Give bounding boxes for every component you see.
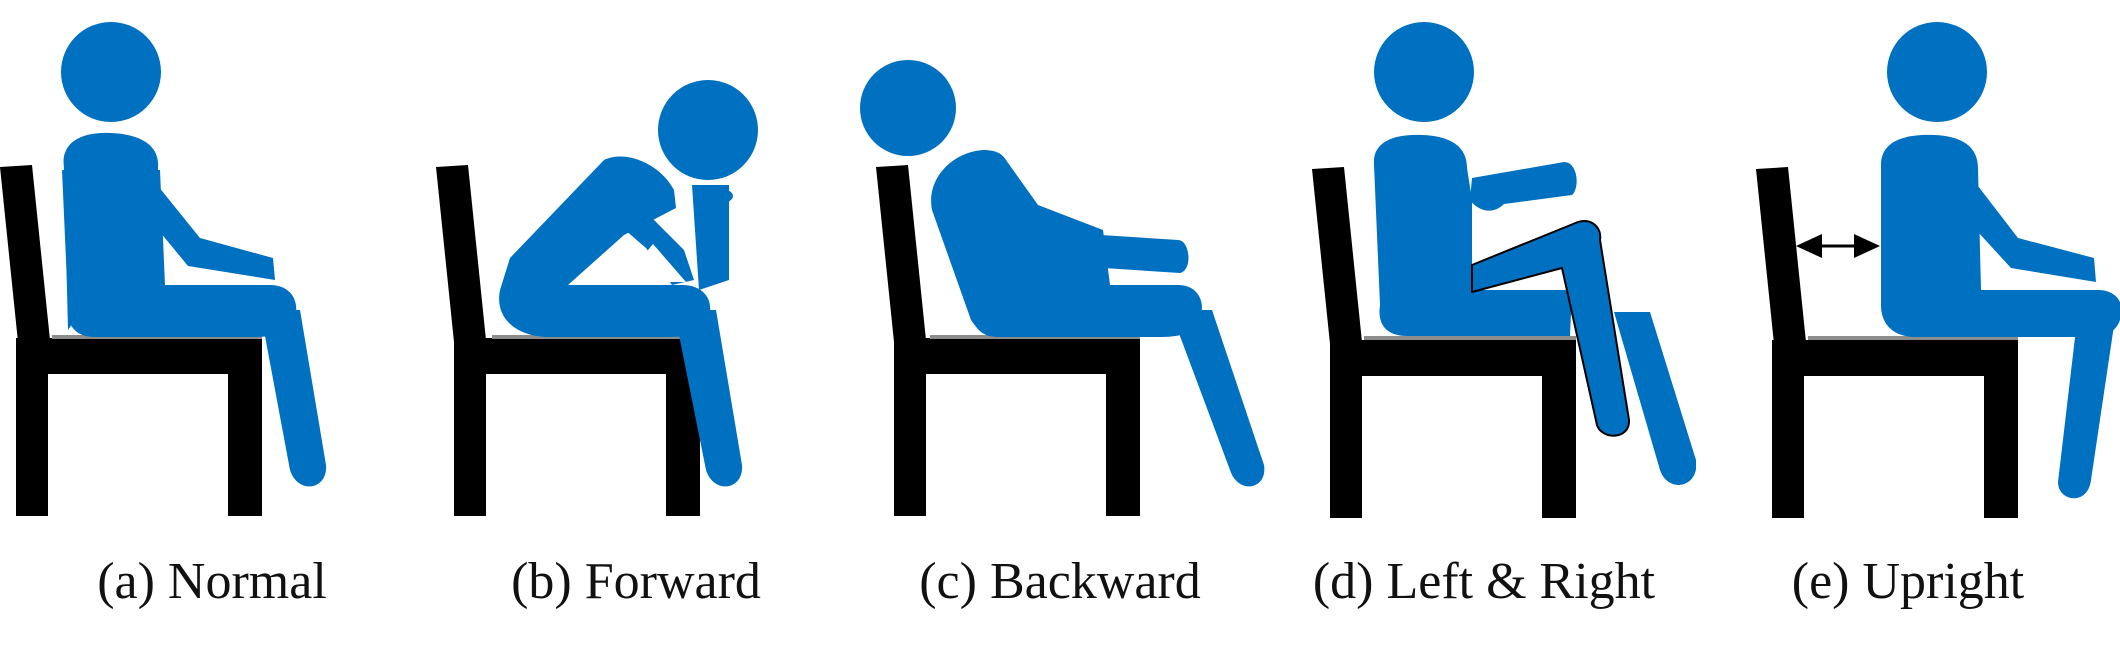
gap-arrow <box>1796 234 1880 258</box>
left-right-posture-illustration <box>1312 22 1696 518</box>
chair-backrest <box>436 165 486 342</box>
forearm <box>692 185 729 290</box>
chair-front-leg <box>228 370 262 516</box>
chair-back-leg <box>1330 372 1362 518</box>
arm <box>1470 162 1577 211</box>
hand <box>693 187 733 205</box>
chair <box>1756 167 2018 518</box>
chair-backrest <box>1312 167 1362 344</box>
caption-backward: (c) Backward <box>919 553 1201 610</box>
chair-back-leg <box>894 370 926 516</box>
chair-back-leg <box>16 370 48 516</box>
chair-seat <box>16 338 262 374</box>
torso-bent <box>499 156 711 337</box>
normal-posture-illustration <box>0 22 327 516</box>
person <box>499 80 758 487</box>
far-lower-leg <box>1614 312 1696 485</box>
chair <box>0 165 262 516</box>
torso-thigh <box>62 170 297 337</box>
head <box>61 22 161 122</box>
chair-front-leg <box>1542 372 1576 518</box>
chair-back-leg <box>454 370 486 516</box>
backward-posture-illustration <box>860 60 1265 516</box>
chair-backrest <box>876 165 926 342</box>
lower-leg <box>2058 312 2116 499</box>
panel-backward: (c) Backward <box>848 0 1272 660</box>
chair <box>876 165 1140 516</box>
torso <box>1373 134 1572 336</box>
lower-leg <box>1174 310 1265 487</box>
chair-backrest <box>0 165 50 342</box>
arm-gap <box>622 244 686 282</box>
caption-upright: (e) Upright <box>1791 553 2025 610</box>
head <box>1887 22 1987 122</box>
chair-front-leg <box>1984 372 2018 518</box>
chair-front-leg <box>1106 370 1140 516</box>
arm <box>1023 230 1189 273</box>
head <box>860 60 956 156</box>
gap-arrow-right-head <box>1854 234 1880 258</box>
person <box>61 22 327 487</box>
lower-leg <box>262 310 327 487</box>
panel-forward: (b) Forward <box>424 0 848 660</box>
panel-left-right: (d) Left & Right <box>1272 0 1696 660</box>
gap-arrow-left-head <box>1796 234 1822 258</box>
panel-normal: (a) Normal <box>0 0 424 660</box>
chair-seat <box>894 338 1140 374</box>
chair-seat <box>1772 340 2018 376</box>
upright-posture-illustration <box>1756 22 2120 518</box>
chair-backrest <box>1756 167 1806 344</box>
forward-posture-illustration <box>436 80 758 516</box>
head <box>658 80 758 180</box>
lower-leg <box>676 310 743 487</box>
head <box>1374 22 1474 122</box>
panel-upright: (e) Upright <box>1696 0 2120 660</box>
person <box>860 60 1265 487</box>
chair <box>436 165 700 516</box>
torso <box>1881 134 2120 337</box>
chair-seat <box>1330 340 1576 376</box>
caption-normal: (a) Normal <box>97 553 327 610</box>
chair <box>1312 167 1576 518</box>
person <box>1373 22 1696 485</box>
arm <box>604 188 694 285</box>
caption-left-right: (d) Left & Right <box>1312 553 1656 610</box>
caption-forward: (b) Forward <box>511 553 761 610</box>
chair-back-leg <box>1772 372 1804 518</box>
chair-seat <box>454 338 700 374</box>
person <box>1881 22 2120 499</box>
arm <box>158 186 275 280</box>
crossed-leg <box>1471 220 1631 437</box>
arm <box>1978 186 2096 282</box>
